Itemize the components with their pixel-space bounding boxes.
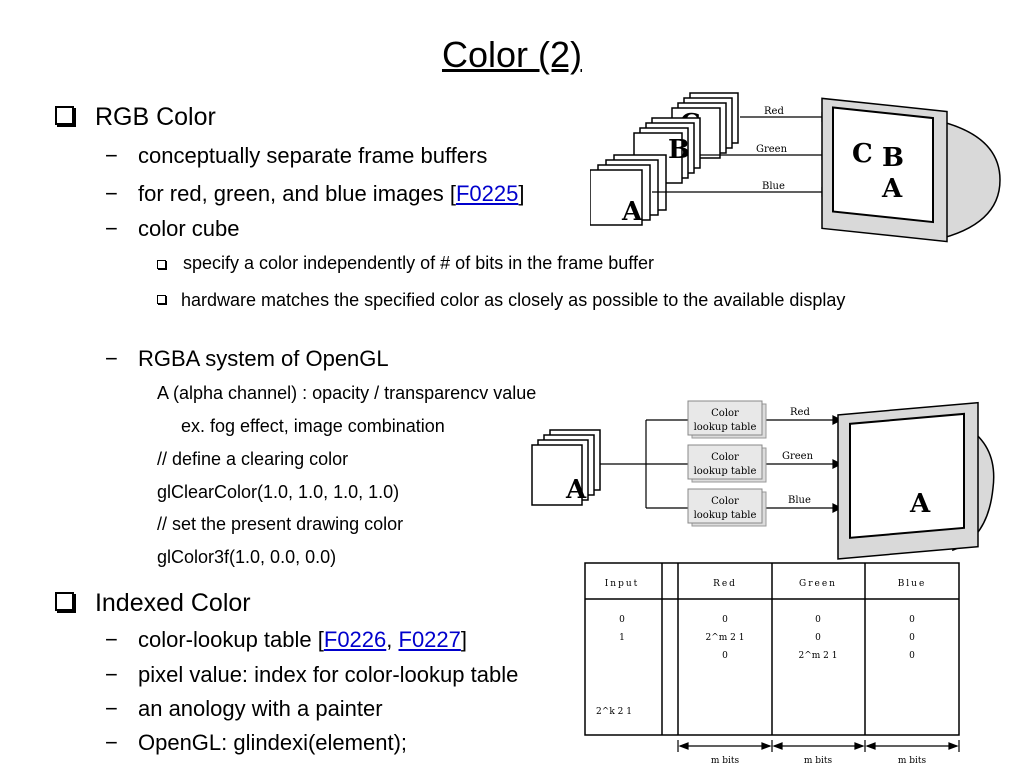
- channel-label-green: Green: [782, 451, 814, 462]
- cell-red-0: 0: [722, 615, 728, 625]
- lut-box-red: Color lookup table: [687, 400, 767, 439]
- rgba-line-fog: ex. fog effect, image combination: [181, 416, 445, 436]
- bit-width-arrows: [677, 740, 960, 752]
- lookup-table-figure: A Color lookup table Color lookup table …: [531, 400, 995, 560]
- square-bullet-icon: [55, 592, 74, 611]
- rgb-heading: RGB Color: [94, 103, 216, 131]
- crt-monitor-icon: [821, 97, 1001, 243]
- lut-connectors: [600, 415, 843, 513]
- channel-label-red: Red: [764, 106, 784, 117]
- frame-stack-index: A: [531, 429, 601, 506]
- dash-bullet-icon: −: [105, 627, 118, 652]
- channel-label-red: Red: [790, 407, 810, 418]
- item-text: pixel value: index for color-lookup tabl…: [137, 662, 519, 687]
- frame-stack-blue: A: [590, 154, 667, 227]
- page-title: Color (2): [441, 34, 583, 75]
- item-text: conceptually separate frame buffers: [137, 143, 488, 168]
- monitor-letter-b: B: [882, 143, 904, 173]
- lut-box-green: Color lookup table: [687, 444, 767, 483]
- lut-box-blue: Color lookup table: [687, 488, 767, 527]
- sub-item-hardware: hardware matches the specified color as …: [157, 287, 957, 313]
- channel-label-blue: Blue: [788, 495, 811, 506]
- column-header-input: Input: [605, 579, 640, 589]
- item-text: color-lookup table [F0226, F0227]: [137, 627, 468, 652]
- cell-blue-0: 0: [909, 615, 915, 625]
- indexed-heading: Indexed Color: [94, 589, 251, 617]
- square-bullet-icon: [157, 260, 166, 269]
- item-rgb-images: − for red, green, and blue images [F0225…: [105, 181, 524, 207]
- cell-input-2: 2^k 2 1: [596, 707, 632, 717]
- frame-letter-a: A: [565, 475, 587, 505]
- square-bullet-icon: [55, 106, 74, 125]
- cell-blue-1: 0: [909, 633, 915, 643]
- rgb-frame-buffer-figure: C B A Red Green Blue C B A: [590, 92, 1001, 243]
- cell-blue-2: 0: [909, 651, 915, 661]
- cell-green-0: 0: [815, 615, 821, 625]
- link-f0225[interactable]: F0225: [455, 181, 519, 206]
- dash-bullet-icon: −: [105, 662, 118, 687]
- bit-label-red: m bits: [711, 756, 740, 766]
- sub-item-text: specify a color independently of # of bi…: [183, 253, 654, 273]
- monitor-letter-a: A: [909, 489, 931, 519]
- bullet-indexed-color: Indexed Color: [55, 589, 251, 618]
- bullet-rgb-color: RGB Color: [55, 103, 216, 132]
- cell-green-2: 2^m 2 1: [799, 651, 838, 661]
- column-header-blue: Blue: [898, 579, 927, 589]
- cell-red-1: 2^m 2 1: [706, 633, 745, 643]
- cell-input-0: 0: [619, 615, 625, 625]
- channel-label-green: Green: [756, 144, 788, 155]
- frame-letter-b: B: [668, 135, 690, 165]
- svg-text:lookup table: lookup table: [694, 510, 757, 521]
- bit-label-blue: m bits: [898, 756, 927, 766]
- rgba-line-alpha: A (alpha channel) : opacity / transparen…: [157, 383, 537, 403]
- svg-text:lookup table: lookup table: [694, 466, 757, 477]
- item-text: an anology with a painter: [137, 696, 383, 721]
- square-bullet-icon: [157, 295, 166, 304]
- svg-text:lookup table: lookup table: [694, 422, 757, 433]
- dash-bullet-icon: −: [105, 143, 118, 168]
- rgba-line-comment-draw: // set the present drawing color: [157, 514, 404, 534]
- dash-bullet-icon: −: [105, 181, 118, 206]
- column-header-red: Red: [713, 579, 737, 589]
- bit-label-green: m bits: [804, 756, 833, 766]
- column-header-green: Green: [799, 579, 837, 589]
- item-lookup-table: − color-lookup table [F0226, F0227]: [105, 627, 467, 653]
- lookup-table-contents-figure: Input Red Green Blue 0 1 2^k 2 1 0 2^m 2…: [584, 562, 960, 766]
- dash-bullet-icon: −: [105, 346, 118, 371]
- item-text: for red, green, and blue images [F0225]: [137, 181, 525, 206]
- sub-item-specify: specify a color independently of # of bi…: [157, 253, 957, 274]
- rgba-line-glcolor3f: glColor3f(1.0, 0.0, 0.0): [157, 547, 337, 567]
- dash-bullet-icon: −: [105, 696, 118, 721]
- item-text: color cube: [137, 216, 240, 241]
- item-glindexi: − OpenGL: glindexi(element);: [105, 730, 407, 756]
- cell-red-2: 0: [722, 651, 728, 661]
- item-rgba-system: − RGBA system of OpenGL: [105, 346, 389, 372]
- cell-green-1: 0: [815, 633, 821, 643]
- item-pixel-value: − pixel value: index for color-lookup ta…: [105, 662, 518, 688]
- svg-text:Color: Color: [711, 408, 739, 419]
- item-color-cube: − color cube: [105, 216, 240, 242]
- rgba-line-comment-clear: // define a clearing color: [157, 449, 349, 469]
- monitor-letter-a: A: [881, 174, 903, 204]
- sub-item-text: hardware matches the specified color as …: [181, 290, 846, 310]
- dash-bullet-icon: −: [105, 216, 118, 241]
- link-f0226[interactable]: F0226: [323, 627, 387, 652]
- item-text: RGBA system of OpenGL: [137, 346, 389, 371]
- item-text: OpenGL: glindexi(element);: [137, 730, 408, 755]
- link-f0227[interactable]: F0227: [398, 627, 461, 652]
- crt-monitor-icon: [837, 401, 995, 560]
- channel-label-blue: Blue: [762, 181, 785, 192]
- frame-letter-a: A: [621, 197, 643, 227]
- item-separate-buffers: − conceptually separate frame buffers: [105, 143, 487, 169]
- cell-input-1: 1: [619, 633, 625, 643]
- rgba-line-glclearcolor: glClearColor(1.0, 1.0, 1.0, 1.0): [157, 482, 400, 502]
- dash-bullet-icon: −: [105, 730, 118, 755]
- table-grid: [584, 562, 960, 736]
- svg-text:Color: Color: [711, 452, 739, 463]
- item-painter: − an anology with a painter: [105, 696, 383, 722]
- monitor-letter-c: C: [852, 139, 873, 169]
- svg-text:Color: Color: [711, 496, 739, 507]
